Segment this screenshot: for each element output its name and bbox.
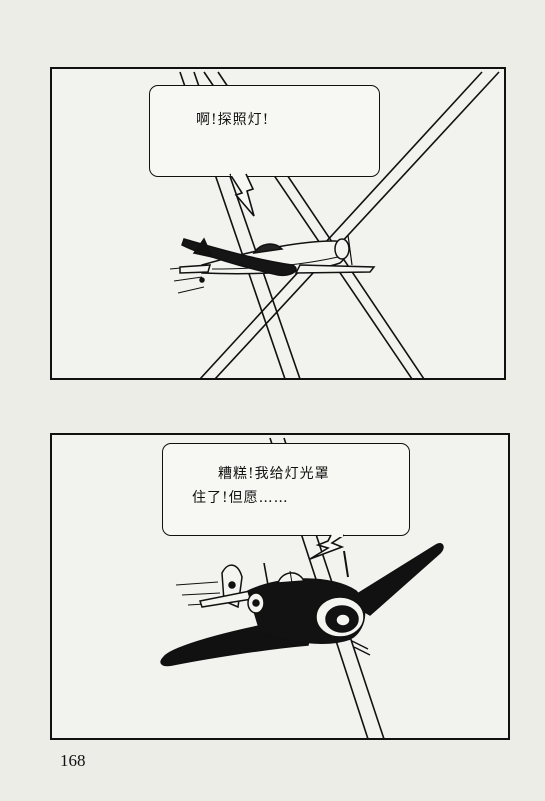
speech-bubble-tail-1 (229, 173, 255, 217)
speech-bubble-1: 啊!探照灯! (149, 85, 380, 177)
panel-2-artwork (160, 437, 444, 738)
panel-1-artwork (169, 71, 500, 378)
page-number: 168 (60, 751, 86, 770)
comic-panel-1: 啊!探照灯! (50, 67, 506, 380)
airplane (160, 542, 444, 667)
speech-text-line-2: 住了!但愿…… (192, 490, 289, 506)
speech-bubble-2: 糟糕!我给灯光罩 住了!但愿…… (162, 443, 410, 536)
airplane (169, 234, 376, 294)
speech-text-line-1: 糟糕!我给灯光罩 (218, 466, 330, 482)
speech-bubble-tail-2 (309, 534, 345, 560)
speech-text: 啊!探照灯! (196, 112, 270, 128)
comic-panel-2: 糟糕!我给灯光罩 住了!但愿…… (50, 433, 510, 740)
